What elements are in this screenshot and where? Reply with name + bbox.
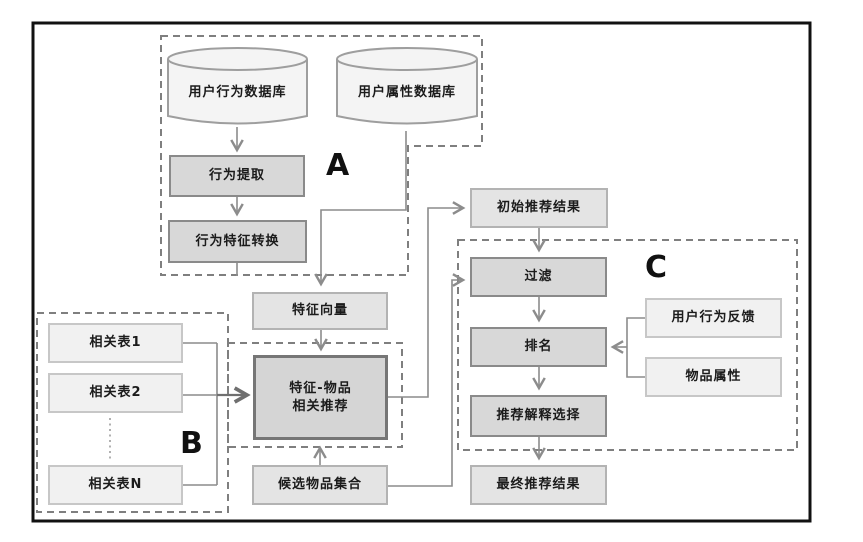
user-behavior-db-cylinder xyxy=(167,47,308,125)
edge-featureitem-to-initialresults xyxy=(388,201,466,398)
user-attribute-db-label: 用户属性数据库 xyxy=(357,84,456,100)
node-initial-results: 初始推荐结果 xyxy=(470,188,608,228)
edge-tables-bus xyxy=(183,342,218,486)
node-ranking: 排名 xyxy=(470,327,607,367)
node-related-table-n: 相关表N xyxy=(48,465,183,505)
region-c-outline xyxy=(457,239,798,451)
node-behavior-extraction: 行为提取 xyxy=(169,155,305,197)
region-a-label: A xyxy=(326,148,350,183)
node-item-attributes: 物品属性 xyxy=(645,357,782,397)
node-related-table-2: 相关表2 xyxy=(48,373,183,413)
edge-candidates-to-filter xyxy=(388,273,466,487)
node-feature-item-recommendation: 特征-物品 相关推荐 xyxy=(253,355,388,440)
region-a-outline xyxy=(160,35,483,276)
region-b-label: B xyxy=(180,426,203,461)
feature-item-line2: 相关推荐 xyxy=(292,398,349,414)
node-filter: 过滤 xyxy=(470,257,607,297)
outer-border xyxy=(31,21,812,523)
edge-attributedb-to-featurevector xyxy=(314,131,407,287)
node-final-results: 最终推荐结果 xyxy=(470,465,607,505)
user-attribute-db-cylinder xyxy=(336,47,478,125)
edge-feedback-bracket xyxy=(626,317,645,378)
node-candidate-items: 候选物品集合 xyxy=(252,465,388,505)
node-behavior-feature-transform: 行为特征转换 xyxy=(168,220,307,263)
node-feature-vector: 特征向量 xyxy=(252,292,388,330)
node-user-behavior-feedback: 用户行为反馈 xyxy=(645,298,782,338)
feature-item-line1: 特征-物品 xyxy=(289,380,352,396)
node-explanation-selection: 推荐解释选择 xyxy=(470,395,607,437)
user-behavior-db-label: 用户行为数据库 xyxy=(188,84,287,100)
region-c-label: C xyxy=(645,250,668,285)
node-related-table-1: 相关表1 xyxy=(48,323,183,363)
